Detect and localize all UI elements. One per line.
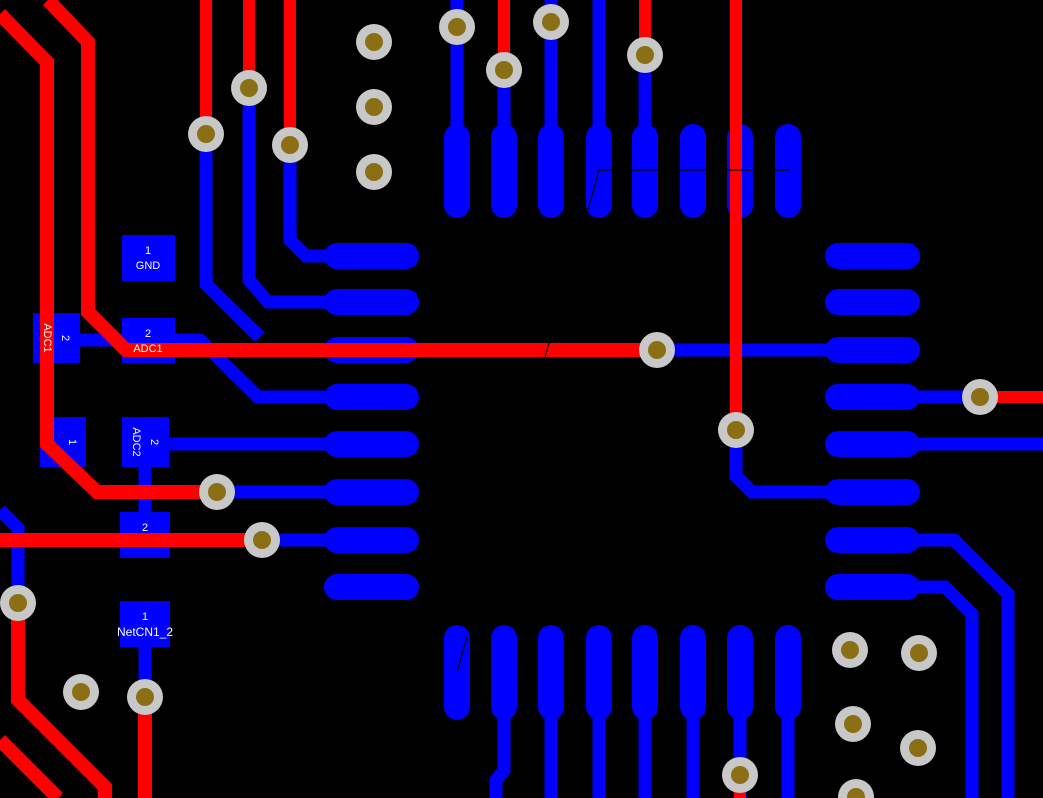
pad-number-adc2-left: 1 <box>66 439 78 445</box>
pad-net-netcn: NetCN1_2 <box>117 625 173 639</box>
bottom-trace <box>242 88 372 309</box>
pad-net-adc1-left: ADC1 <box>41 323 53 352</box>
via <box>439 9 475 45</box>
pad-adc2-right <box>122 417 169 467</box>
via <box>231 70 267 106</box>
via <box>486 52 522 88</box>
via <box>127 679 163 715</box>
via <box>838 779 874 798</box>
pad-label-adc2-left: 1 <box>66 439 78 445</box>
silkscreen-lines <box>456 169 790 673</box>
via <box>718 412 754 448</box>
vias <box>0 4 998 798</box>
pad-label-adc1-left: 2 ADC1 <box>41 323 71 352</box>
qfn-right-pins <box>825 243 920 600</box>
via <box>356 89 392 125</box>
pad-gnd <box>122 235 175 281</box>
via <box>835 706 871 742</box>
bottom-trace <box>201 279 265 342</box>
qfn-bottom-pins <box>444 625 801 720</box>
pad-number-netcn: 1 <box>142 611 148 623</box>
pad-number-adc1-top: 2 <box>145 328 151 340</box>
via <box>188 116 224 152</box>
pad-net-adc1-top: ADC1 <box>133 343 162 355</box>
top-trace <box>0 735 63 798</box>
pad-number-adc2-right: 2 <box>148 439 160 445</box>
via <box>533 4 569 40</box>
via <box>627 37 663 73</box>
via <box>962 379 998 415</box>
via <box>0 585 36 621</box>
via <box>900 730 936 766</box>
via <box>272 127 308 163</box>
courtyard-line <box>544 342 550 358</box>
pad-number-adc1-left: 2 <box>59 335 71 341</box>
bottom-trace <box>0 505 25 605</box>
pad-number-gnd: 1 <box>145 245 151 257</box>
via <box>832 632 868 668</box>
via <box>639 332 675 368</box>
via <box>901 635 937 671</box>
top-trace <box>42 0 657 357</box>
top-trace <box>11 605 112 798</box>
pad-label-adc2-right: 2 ADC2 <box>130 427 160 456</box>
via <box>244 522 280 558</box>
courtyard-line <box>587 169 600 211</box>
via <box>722 757 758 793</box>
pad-netcn <box>120 601 170 647</box>
via <box>63 674 99 710</box>
via <box>356 24 392 60</box>
via <box>356 154 392 190</box>
pad-net-gnd: GND <box>136 260 161 272</box>
pad-labels: 1 GND 2 ADC1 2 ADC1 1 2 ADC2 2 1 NetCN1_… <box>41 245 173 639</box>
via <box>199 474 235 510</box>
pad-number-mid: 2 <box>142 522 148 534</box>
top-trace <box>0 9 217 499</box>
bottom-trace <box>729 430 870 499</box>
pad-net-adc2-right: ADC2 <box>130 427 142 456</box>
courtyard-line <box>456 636 468 673</box>
